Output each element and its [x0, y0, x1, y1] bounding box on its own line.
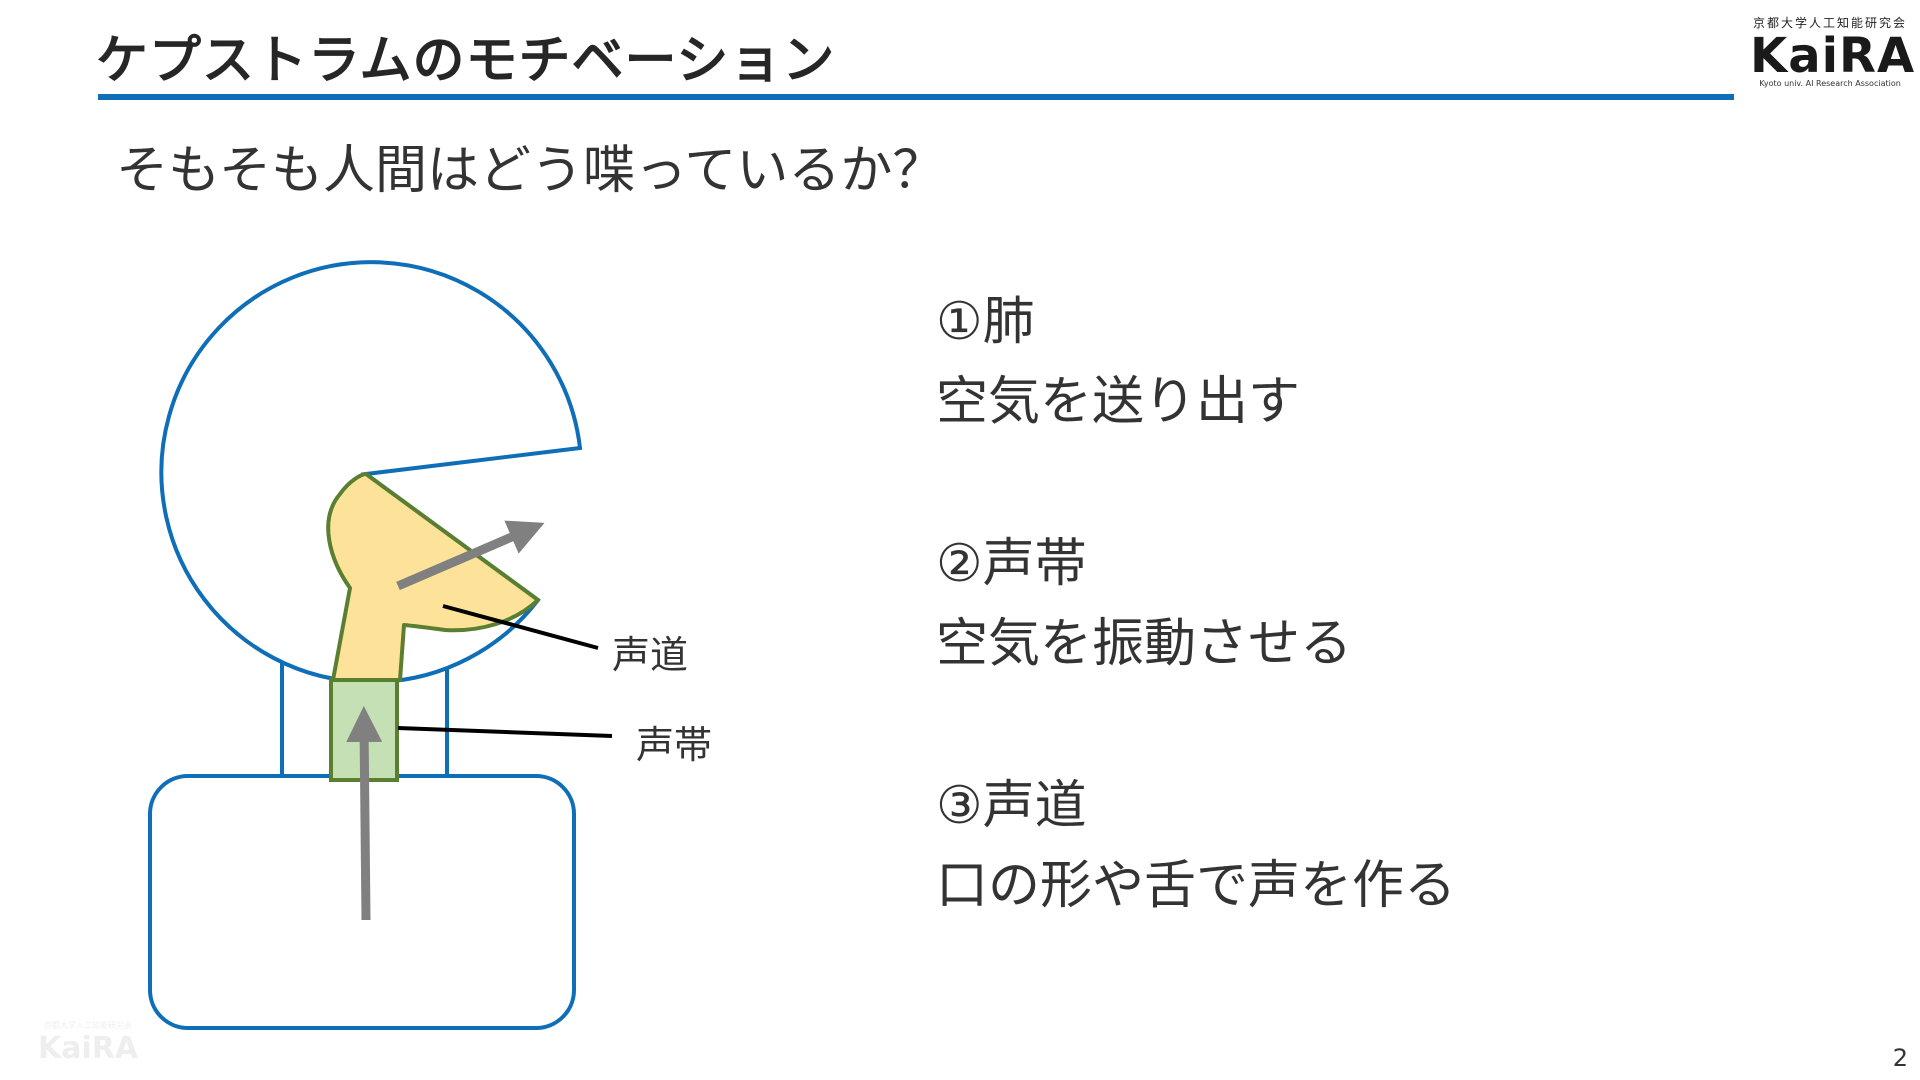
vocal-tract-leader-line — [442, 604, 599, 650]
logo-main-text: KaiRA — [1750, 28, 1916, 84]
logo-top-text: 京都大学人工知能研究会 — [1752, 16, 1907, 30]
sound-out-arrow — [396, 520, 545, 591]
logo-sub-text: Kyoto univ. AI Research Association — [1759, 79, 1901, 88]
step-2-heading: ②声帯 — [936, 534, 1087, 594]
vocal-tract-label: 声道 — [612, 633, 689, 677]
slide-subtitle: そもそも人間はどう喋っているか？ — [116, 141, 945, 201]
step-1-body: 空気を送り出す — [936, 372, 1301, 432]
vocal-cords-label: 声帯 — [636, 723, 713, 767]
airflow-up-arrow — [346, 706, 383, 921]
page-number: 2 — [1892, 1044, 1908, 1072]
vocal-cords-leader-line — [397, 726, 613, 738]
step-3-heading: ③声道 — [936, 776, 1087, 836]
kaira-logo: 京都大学人工知能研究会 KaiRA Kyoto univ. AI Researc… — [1750, 14, 1916, 88]
vocal-tract — [326, 472, 540, 682]
faint-watermark-logo: 京都大学人工知能研究会 KaiRA — [37, 1021, 139, 1066]
slide-title: ケプストラムのモチベーション — [96, 31, 836, 91]
step-2-body: 空気を振動させる — [936, 614, 1353, 674]
step-1-heading: ①肺 — [936, 292, 1035, 352]
step-3-body: 口の形や舌で声を作る — [936, 856, 1457, 916]
title-divider — [98, 94, 1734, 100]
